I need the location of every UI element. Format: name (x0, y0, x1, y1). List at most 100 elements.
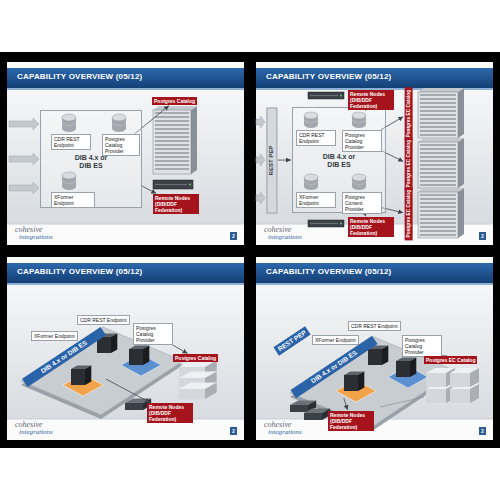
server-light (340, 95, 342, 97)
rack-blade (420, 119, 456, 120)
rack-blade (155, 121, 189, 122)
iso-server (71, 369, 85, 385)
rack-blade (420, 111, 456, 112)
rack-blade (155, 161, 189, 162)
node-text: XFormer Endpoint (315, 337, 356, 343)
component-label: Postgres Catalog Provider (133, 323, 173, 345)
node-text: Postgres Content Provider (345, 194, 379, 212)
rack-blade (420, 223, 456, 224)
backdrop (0, 52, 500, 448)
connector (142, 186, 156, 194)
node-text: CDR REST Endpoint (54, 136, 88, 148)
slide-ground (7, 62, 244, 245)
slide-title: CAPABILITY OVERVIEW (05/12) (17, 72, 142, 81)
slide-art (256, 62, 493, 245)
component-label: CDR REST Endpoint (296, 130, 336, 146)
node-text: Postgres EC Catalog (405, 140, 411, 187)
node-text: Postgres Catalog (154, 98, 195, 104)
title-rule (7, 88, 244, 90)
flow-arrow (9, 118, 39, 130)
connector (173, 345, 188, 354)
red-tag: Postgres Catalog (173, 354, 218, 362)
component-label: Postgres Catalog Provider (102, 134, 140, 156)
rack-blade (155, 125, 189, 126)
band-label: DIB 4.x or DIB ES (291, 336, 378, 399)
connector (106, 379, 150, 402)
node-text: Postgres Catalog (175, 355, 216, 361)
rack-blade (420, 203, 456, 204)
rack-blade (420, 181, 456, 182)
rack-blade (155, 137, 189, 138)
flow-arrow (256, 154, 265, 166)
iso-server (396, 361, 410, 377)
node-text: XFormer Endpoint (299, 194, 333, 206)
node-text: DIB 4.x or DIB ES (294, 338, 375, 396)
server-rack (458, 138, 464, 188)
red-tag: Remote Nodes (DIB/DDF Federation) (348, 217, 394, 237)
iso-server (470, 384, 479, 403)
component-label: Postgres Catalog Provider (402, 335, 442, 357)
iso-server (205, 383, 217, 399)
slide-ground (256, 62, 493, 245)
iso-server (143, 346, 149, 365)
rack-blade (420, 199, 456, 200)
flow-arrow (9, 182, 39, 194)
rack-blade (420, 135, 456, 136)
footer-rule (7, 419, 244, 420)
iso-server (368, 349, 382, 365)
iso-server (344, 375, 358, 391)
title-bar (7, 263, 244, 283)
component-label: XFormer Endpoint (51, 192, 95, 208)
iso-server (382, 346, 388, 365)
component-label: Postgres Catalog Provider (342, 130, 382, 152)
node-text: REST PEP (277, 329, 308, 353)
slide-art (7, 62, 244, 245)
node-text: CDR REST Endpoint (80, 317, 127, 323)
server-rack (418, 142, 458, 188)
rack-blade (155, 133, 189, 134)
rack-blade (420, 149, 456, 150)
rack-blade (420, 103, 456, 104)
rack-blade (155, 117, 189, 118)
component-label: XFormer Endpoint (312, 335, 359, 345)
rack-blade (420, 115, 456, 116)
red-tag: Remote Nodes (DIB/DDF Federation) (147, 403, 193, 423)
band-label: REST PEP (266, 107, 277, 213)
logo-text: integrations (19, 233, 53, 241)
server-rack (458, 188, 464, 238)
node-text: Postgres Catalog Provider (105, 136, 137, 154)
server-unit (308, 220, 344, 227)
rack-blade (420, 127, 456, 128)
iso-server (426, 389, 446, 403)
flow-arrow (256, 192, 265, 204)
iso-server (304, 413, 322, 420)
node-text: DIB 4.x or DIB ES (322, 153, 356, 170)
content-ground (7, 90, 244, 224)
band-label: REST PEP (273, 326, 310, 355)
rack-blade (420, 123, 456, 124)
slide-title: CAPABILITY OVERVIEW (05/12) (266, 72, 391, 81)
connector (344, 398, 348, 410)
slide-ground (7, 257, 244, 440)
logo-text: cohesive (264, 225, 292, 234)
slide-panel: CAPABILITY OVERVIEW (05/12)DIB 4.x or DI… (7, 257, 244, 440)
content-ground (7, 285, 244, 419)
title-bar (256, 263, 493, 283)
logo-text: cohesive (264, 420, 292, 429)
rack-blade (155, 129, 189, 130)
slide-art (7, 257, 244, 440)
band-label: Postgres EC Catalog (404, 87, 412, 140)
slide-panel: CAPABILITY OVERVIEW (05/12) DIB 4.x or DI… (7, 62, 244, 245)
iso-server (111, 334, 117, 353)
red-tag: Remote Nodes (DIB/DDF Federation) (328, 411, 374, 431)
flow-arrow (9, 153, 39, 165)
node-text: CDR REST Endpoint (351, 323, 398, 329)
wire (380, 397, 424, 407)
node-text: XFormer Endpoint (34, 333, 75, 339)
rack-blade (420, 157, 456, 158)
node-text: Remote Nodes (DIB/DDF Federation) (330, 412, 372, 430)
component-label: CDR REST Endpoint (51, 134, 91, 150)
system-box: DIB 4.x or DIB ESCDR REST EndpointPostgr… (40, 110, 142, 208)
server-rack (418, 138, 464, 142)
rack-blade (155, 149, 189, 150)
